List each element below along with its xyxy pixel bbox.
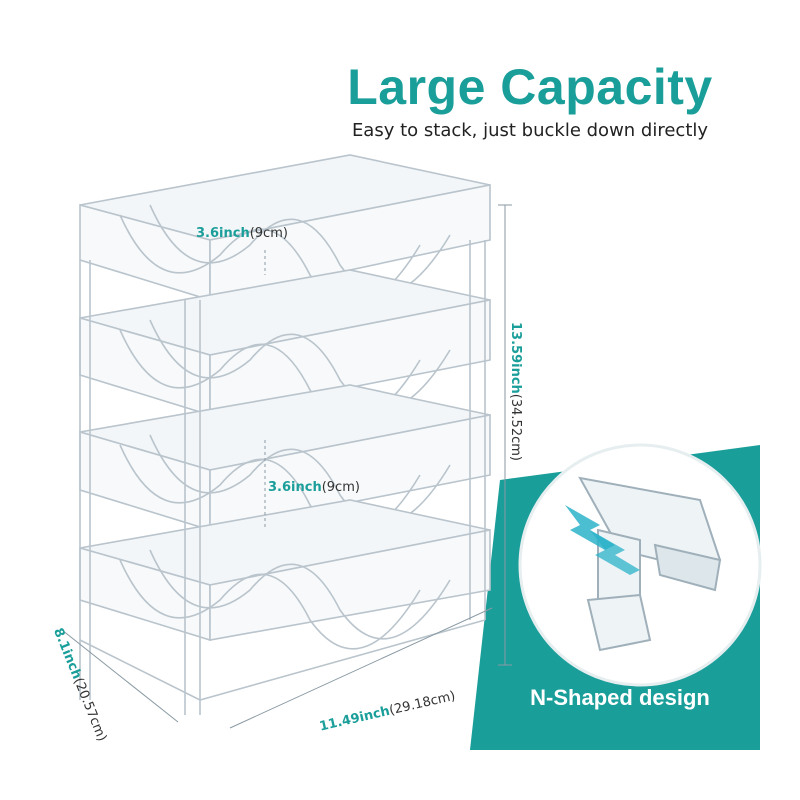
dimension-top-gap-unit: (9cm) xyxy=(249,226,288,241)
dimension-top-gap-value: 3.6inch xyxy=(196,226,250,241)
dimension-mid-gap: 3.6inch(9cm) xyxy=(268,480,360,495)
arrow-icon xyxy=(565,505,640,575)
n-shaped-design-label: N-Shaped design xyxy=(530,685,710,710)
dimension-height-value: 13.59inch xyxy=(508,322,523,394)
dimension-lines xyxy=(61,204,512,729)
dimension-height: 13.59inch(34.52cm) xyxy=(508,322,523,461)
page-title: Large Capacity xyxy=(347,59,713,115)
dimension-top-gap: 3.6inch(9cm) xyxy=(196,226,288,241)
wine-rack xyxy=(79,154,491,715)
dimension-height-unit: (34.52cm) xyxy=(508,393,523,461)
dimension-mid-gap-unit: (9cm) xyxy=(321,480,360,495)
n-shape-clip-detail xyxy=(578,476,722,652)
dimension-mid-gap-value: 3.6inch xyxy=(268,480,322,495)
page-subtitle: Easy to stack, just buckle down directly xyxy=(351,120,709,141)
